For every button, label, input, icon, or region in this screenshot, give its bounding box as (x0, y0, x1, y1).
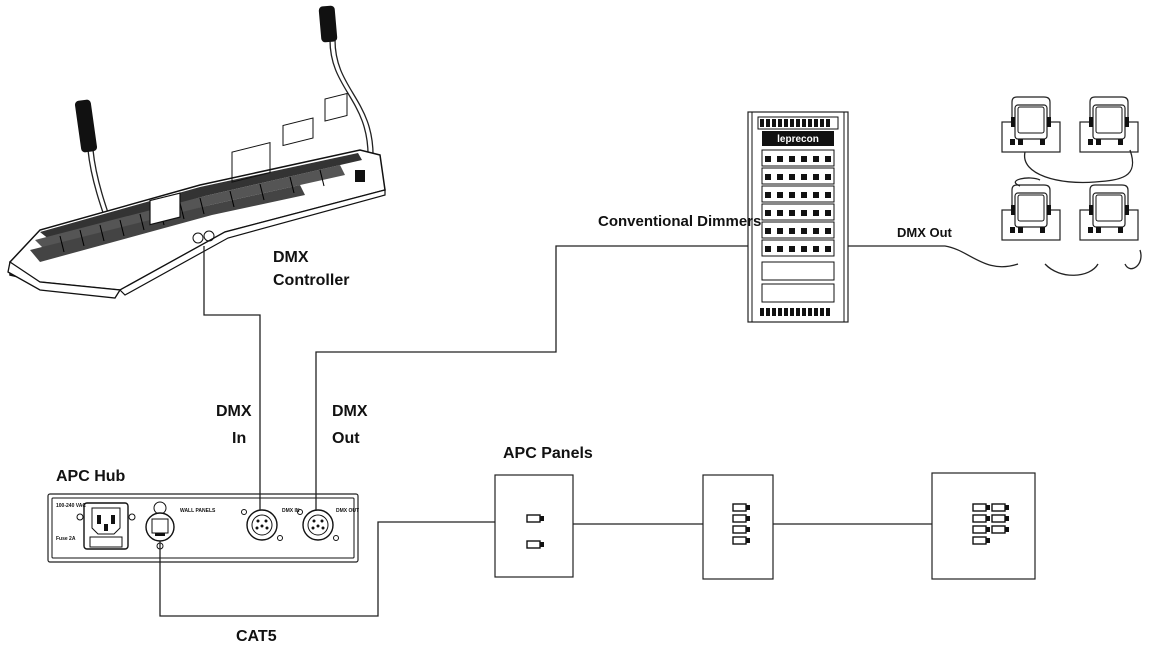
dimmer-rack: leprecon (747, 111, 849, 323)
apc-hub-label: APC Hub (56, 468, 126, 485)
dmx-out-label-line1: DMX (332, 403, 368, 420)
moving-head-2 (1079, 96, 1139, 153)
cat5-label: CAT5 (236, 628, 277, 645)
power-inlet (76, 502, 136, 550)
hub-power-text: 100-240 VAC (56, 503, 86, 509)
hub-wall-panels-text: WALL PANELS (180, 508, 216, 514)
dmx-in-port (241, 509, 283, 541)
gooseneck-lamp-right (329, 39, 369, 161)
moving-head-3 (1001, 184, 1061, 241)
dmx-out-right-label: DMX Out (897, 225, 953, 240)
apc-hub: 100-240 VAC Fuse 2A WALL PANELS DMX IN D… (47, 493, 359, 563)
dmx-controller-label-line1: DMX (273, 249, 309, 266)
cable-dimmers-to-fixtures (848, 245, 1019, 268)
dmx-out-label-line2: Out (332, 430, 360, 447)
panel-button (526, 540, 541, 549)
rack-brand-plate (762, 131, 834, 146)
rack-brand-text: leprecon (777, 134, 819, 145)
lamp-head-left (74, 99, 98, 153)
dmx-out-port (297, 509, 339, 541)
dmx-in-label-line2: In (232, 430, 246, 447)
hub-dmx-in-text: DMX IN (282, 508, 300, 514)
apc-panel-2 (702, 474, 774, 580)
cable-controller-to-dmx-in (203, 246, 261, 510)
moving-head-fixtures (1001, 96, 1139, 241)
dmx-port-1 (192, 232, 204, 244)
conventional-dimmers-label: Conventional Dimmers (598, 213, 761, 230)
cable-fixture-daisy-4 (1014, 177, 1041, 187)
apc-panels-label: APC Panels (503, 445, 593, 462)
dmx-controller (7, 5, 386, 299)
cable-dmx-out-to-dimmers (315, 245, 748, 510)
moving-head-4 (1079, 184, 1139, 241)
cable-fixture-daisy-2 (1044, 263, 1099, 276)
apc-panel-3 (931, 472, 1036, 580)
cable-fixture-daisy-3 (1124, 249, 1142, 270)
hub-dmx-out-text: DMX OUT (336, 508, 359, 514)
moving-head-1 (1001, 96, 1061, 153)
cables (159, 149, 1142, 617)
apc-panel-1 (494, 474, 574, 578)
dmx-controller-label-line2: Controller (273, 272, 349, 289)
dmx-in-label-line1: DMX (216, 403, 252, 420)
lamp-head-right (318, 5, 338, 43)
cable-cat5 (159, 521, 495, 617)
cable-fixture-daisy-1 (1024, 149, 1134, 184)
hub-fuse-text: Fuse 2A (56, 536, 76, 542)
panel-button (526, 514, 541, 523)
dmx-port-2 (203, 230, 215, 242)
